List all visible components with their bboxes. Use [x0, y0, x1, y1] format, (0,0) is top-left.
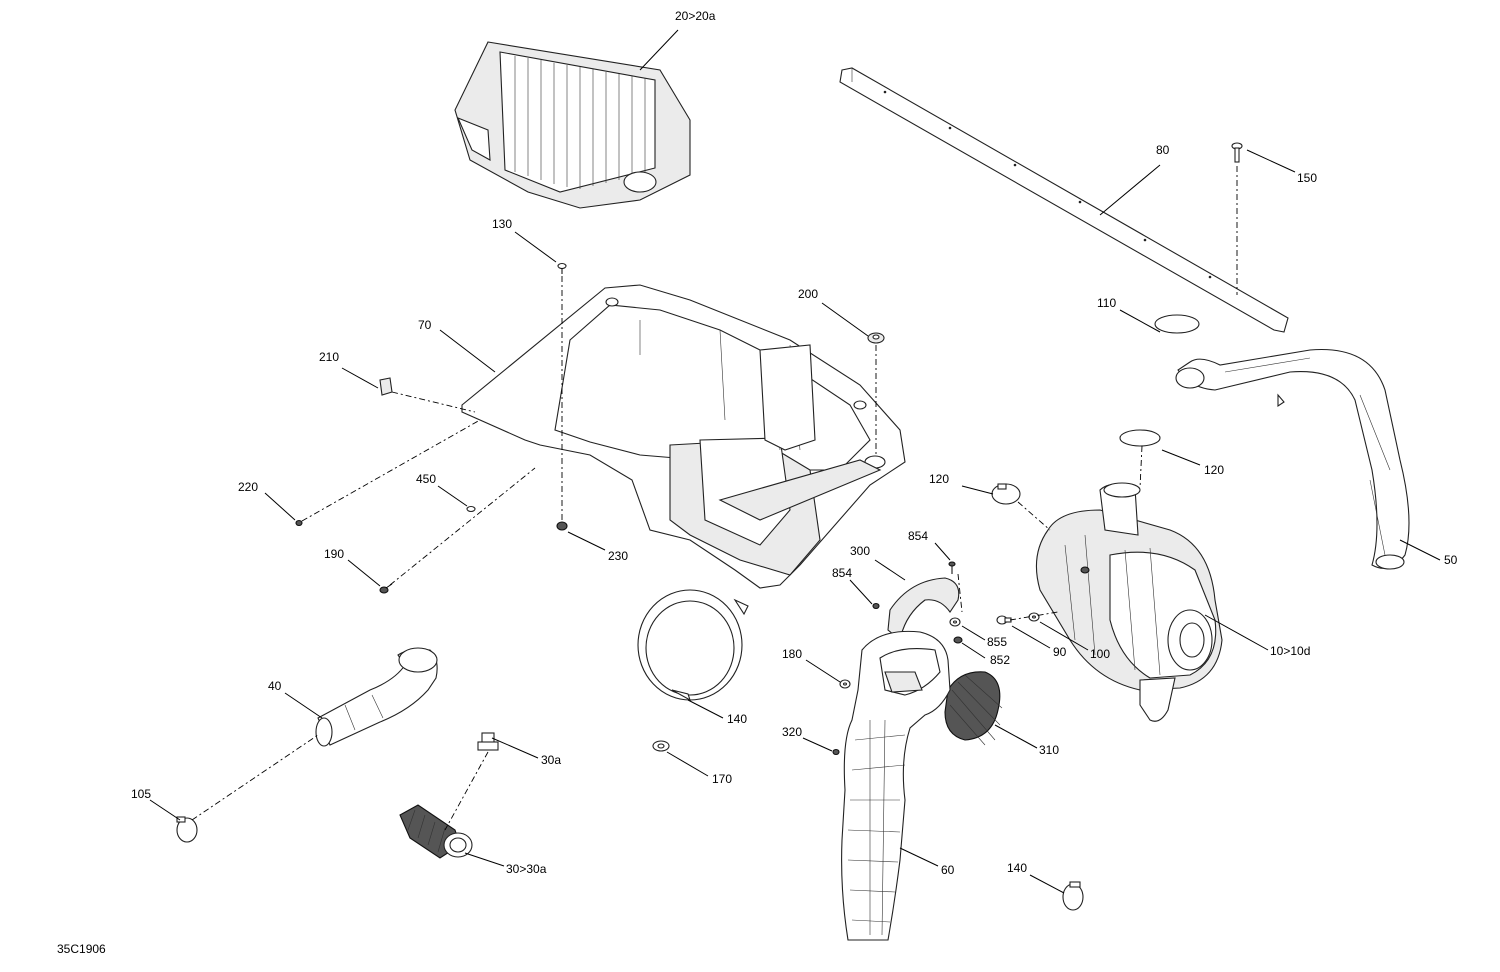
label-100: 100: [1090, 647, 1110, 661]
screw-854-left-part[interactable]: [872, 602, 880, 610]
label-150: 150: [1297, 171, 1317, 185]
label-60: 60: [941, 863, 955, 877]
label-120-right: 120: [1204, 463, 1224, 477]
sensor-30a-part[interactable]: [477, 732, 499, 751]
nut-230-part[interactable]: [556, 521, 568, 531]
label-30: 30>30a: [506, 862, 547, 876]
label-855: 855: [987, 635, 1007, 649]
screw-220-part[interactable]: [295, 519, 303, 527]
label-200: 200: [798, 287, 818, 301]
filter-screen-310-part[interactable]: [944, 671, 1003, 746]
label-190: 190: [324, 547, 344, 561]
washer-100-part[interactable]: [1028, 612, 1040, 622]
label-220: 220: [238, 480, 258, 494]
label-230: 230: [608, 549, 628, 563]
washer-170-part[interactable]: [652, 740, 670, 752]
air-box-housing-part[interactable]: [461, 284, 906, 589]
label-110: 110: [1097, 296, 1116, 310]
callout-labels: 20>20a 80 150 130 200 70 210 110 120 120…: [57, 9, 1458, 956]
intercooler-part[interactable]: [454, 41, 691, 209]
clamp-105-part[interactable]: [176, 816, 198, 843]
label-320: 320: [782, 725, 802, 739]
washer-450-part[interactable]: [466, 505, 476, 513]
washer-855-part[interactable]: [949, 617, 961, 627]
air-filter-housing-part[interactable]: [1035, 482, 1223, 722]
grommet-200-part[interactable]: [867, 332, 885, 344]
label-105: 105: [131, 787, 151, 801]
label-140-clamp: 140: [1007, 861, 1027, 875]
label-180: 180: [782, 647, 802, 661]
label-310: 310: [1039, 743, 1059, 757]
strap-300-part[interactable]: [887, 577, 960, 642]
label-300: 300: [850, 544, 870, 558]
leader-lines: [149, 29, 1441, 894]
clamp-110-part[interactable]: [1154, 314, 1200, 334]
hose-50-part[interactable]: [1175, 348, 1410, 570]
label-120-left: 120: [929, 472, 949, 486]
screw-854-top-part[interactable]: [948, 561, 956, 574]
label-852: 852: [990, 653, 1010, 667]
nut-852-part[interactable]: [953, 636, 963, 644]
bellow-30-part[interactable]: [399, 804, 473, 859]
intake-duct-60-part[interactable]: [841, 630, 951, 941]
label-80: 80: [1156, 143, 1170, 157]
ring-140-part[interactable]: [637, 589, 749, 702]
label-170: 170: [712, 772, 732, 786]
clamp-120-left-part[interactable]: [991, 483, 1021, 505]
washer-180-part[interactable]: [839, 679, 851, 689]
screw-190-part[interactable]: [379, 583, 393, 594]
screw-320-part[interactable]: [832, 748, 840, 756]
label-90: 90: [1053, 645, 1067, 659]
label-854-top: 854: [908, 529, 928, 543]
clamp-140-lower-part[interactable]: [1062, 881, 1084, 911]
label-140-ring: 140: [727, 712, 747, 726]
label-70: 70: [418, 318, 432, 332]
hose-40-part[interactable]: [315, 647, 438, 747]
pin-130-part[interactable]: [557, 262, 567, 275]
label-30a: 30a: [541, 753, 561, 767]
screw-90-part[interactable]: [996, 615, 1012, 625]
label-10: 10>10d: [1270, 644, 1310, 658]
label-854-left: 854: [832, 566, 852, 580]
assembly-lines: [191, 166, 1238, 831]
rail-part[interactable]: [839, 67, 1289, 333]
label-130: 130: [492, 217, 512, 231]
label-210: 210: [319, 350, 339, 364]
screw-150-part[interactable]: [1231, 142, 1243, 163]
label-20: 20>20a: [675, 9, 716, 23]
label-50: 50: [1444, 553, 1458, 567]
label-40: 40: [268, 679, 282, 693]
diagram-code: 35C1906: [57, 942, 106, 956]
clamp-120-top-part[interactable]: [1119, 429, 1161, 447]
clip-210-part[interactable]: [379, 377, 393, 396]
label-450: 450: [416, 472, 436, 486]
